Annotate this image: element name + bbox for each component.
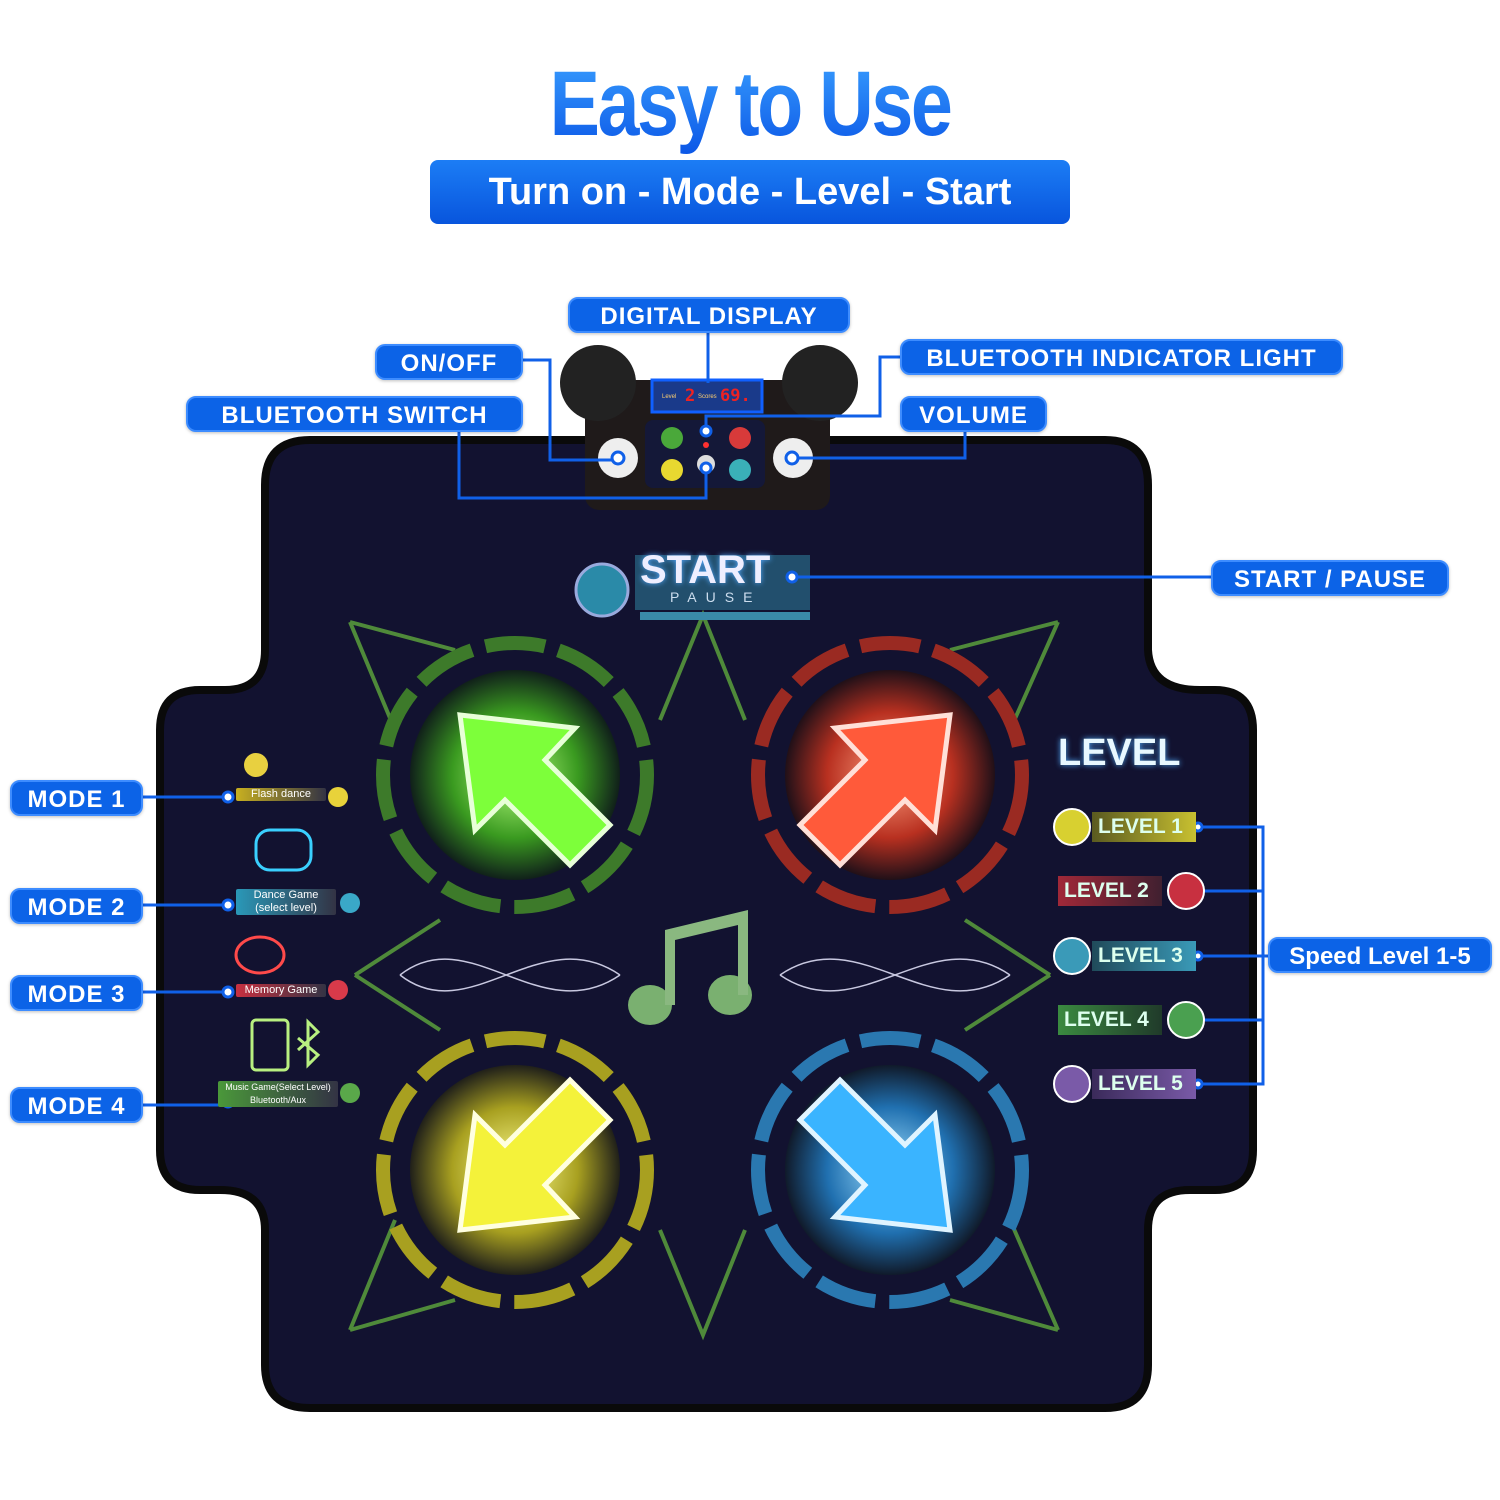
callout-volume: VOLUME <box>900 396 1047 432</box>
start-button-label[interactable]: START <box>640 548 771 592</box>
music-player-icon <box>250 1018 290 1072</box>
level-label: LEVEL <box>1064 879 1132 902</box>
mode-1-button[interactable] <box>328 787 348 807</box>
mode-4-button[interactable] <box>340 1083 360 1103</box>
callout-mode-2: MODE 2 <box>10 888 143 924</box>
pad-down-left[interactable] <box>376 1031 654 1309</box>
sound-wave <box>399 958 1011 992</box>
mode-2-button[interactable] <box>340 893 360 913</box>
callout-connectors <box>143 333 1268 1107</box>
callout-digital-display: DIGITAL DISPLAY <box>568 297 850 333</box>
arrow-up-right-icon <box>796 712 953 869</box>
level-header: LEVEL <box>1058 732 1181 774</box>
level-label: LEVEL <box>1098 1072 1166 1095</box>
music-note-mode-icon <box>244 753 268 777</box>
callout-start-pause: START / PAUSE <box>1211 560 1449 596</box>
pad-up-right[interactable] <box>751 636 1029 914</box>
bluetooth-icon <box>296 1018 321 1069</box>
mode-3-label: Memory Game <box>236 984 326 997</box>
display-score-value: 69. <box>720 386 751 406</box>
level-number: 4 <box>1137 1008 1149 1031</box>
pad-up-left[interactable] <box>376 636 654 914</box>
pause-label: PAUSE <box>670 589 762 605</box>
display-level-value: 2 <box>685 386 696 406</box>
display-score-label: Scores <box>698 394 717 400</box>
level-5-button[interactable]: LEVEL 5 <box>1092 1069 1196 1099</box>
callout-speed-level: Speed Level 1-5 <box>1268 937 1492 973</box>
music-note-icon <box>628 910 752 1025</box>
callout-bluetooth-indicator: BLUETOOTH INDICATOR LIGHT <box>900 339 1343 375</box>
level-1-button[interactable]: LEVEL 1 <box>1092 812 1196 842</box>
callout-mode-1: MODE 1 <box>10 780 143 816</box>
mode-4-label: Music Game(Select Level) Bluetooth/Aux <box>218 1081 338 1107</box>
callout-mode-3: MODE 3 <box>10 975 143 1011</box>
arrow-up-left-icon <box>457 712 614 869</box>
arrow-down-left-icon <box>457 1076 614 1233</box>
start-music-icon <box>574 562 630 618</box>
level-label: LEVEL <box>1064 1008 1132 1031</box>
level-3-button[interactable]: LEVEL 3 <box>1092 941 1196 971</box>
mode-1-label: Flash dance <box>236 788 326 801</box>
level-label: LEVEL <box>1098 815 1166 838</box>
level-number: 3 <box>1171 944 1183 967</box>
pad-down-right[interactable] <box>751 1031 1029 1309</box>
level-number: 2 <box>1137 879 1149 902</box>
fist-icon <box>254 828 313 872</box>
control-console <box>560 345 858 510</box>
callout-bluetooth-switch: BLUETOOTH SWITCH <box>186 396 523 432</box>
bluetooth-indicator-light <box>703 442 709 448</box>
display-level-label: Level <box>662 394 677 400</box>
level-number: 5 <box>1171 1072 1183 1095</box>
mode-3-button[interactable] <box>328 980 348 1000</box>
brain-icon <box>234 935 286 975</box>
callout-on-off: ON/OFF <box>375 344 523 380</box>
level-number: 1 <box>1171 815 1183 838</box>
level-2-button[interactable]: LEVEL 2 <box>1058 876 1162 906</box>
level-label: LEVEL <box>1098 944 1166 967</box>
arrow-down-right-icon <box>796 1076 953 1233</box>
mode-2-label: Dance Game (select level) <box>236 889 336 915</box>
level-4-button[interactable]: LEVEL 4 <box>1058 1005 1162 1035</box>
page-title: Easy to Use <box>135 52 1365 157</box>
steps-banner: Turn on - Mode - Level - Start <box>430 160 1070 224</box>
callout-mode-4: MODE 4 <box>10 1087 143 1123</box>
